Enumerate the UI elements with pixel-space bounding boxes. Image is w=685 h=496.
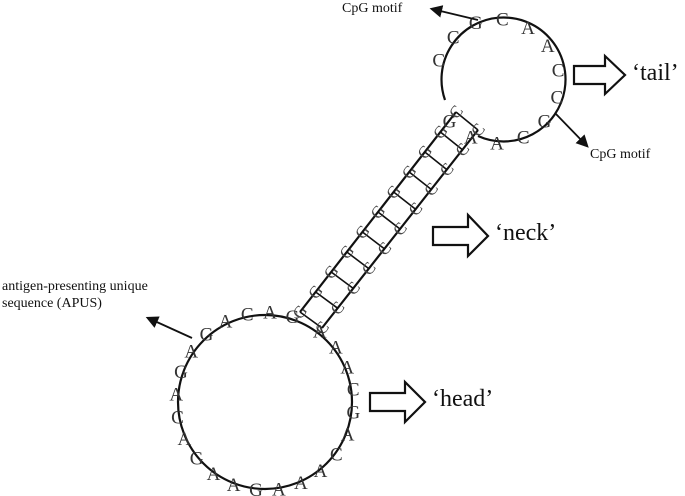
- cpg-right-pointer: [554, 112, 589, 148]
- head-nucleotide: A: [329, 338, 343, 359]
- stem-right-nucleotide: C: [420, 179, 442, 200]
- head-nucleotide: A: [177, 429, 191, 450]
- tail-label: ‘tail’: [632, 60, 679, 86]
- neck-block-arrow: [431, 212, 490, 259]
- base-pair-rung: [299, 311, 323, 329]
- tail-block-arrow: [572, 53, 627, 97]
- head-nucleotide: A: [294, 473, 308, 494]
- head-nucleotide: G: [249, 480, 263, 496]
- head-label: ‘head’: [432, 386, 494, 412]
- head-nucleotide: G: [190, 449, 204, 470]
- stem-left-nucleotide: G: [367, 201, 390, 222]
- tail-nucleotide: C: [551, 88, 564, 109]
- tail-nucleotide: C: [432, 50, 445, 71]
- head-nucleotide: A: [207, 464, 221, 485]
- stem-right-nucleotide: C: [342, 278, 364, 299]
- head-block-arrow: [368, 379, 427, 425]
- head-nucleotide: C: [347, 380, 360, 401]
- cpg-motif-right-label: CpG motif: [590, 147, 651, 162]
- base-pair-rung: [393, 191, 417, 210]
- stem-left-nucleotide: G: [336, 241, 359, 262]
- base-pair-rung: [361, 231, 385, 250]
- base-pair-rung: [439, 131, 463, 151]
- head-nucleotide: A: [169, 384, 183, 405]
- head-nucleotide: A: [227, 475, 241, 496]
- head-loop-backbone: [176, 313, 354, 491]
- stem-left-nucleotide: G: [304, 281, 327, 302]
- head-nucleotide: G: [286, 307, 300, 328]
- cpg-top-pointer: [429, 5, 479, 21]
- tail-nucleotide: G: [469, 13, 483, 34]
- head-nucleotide: A: [314, 461, 328, 482]
- tail-nucleotide: C: [447, 28, 460, 49]
- tail-nucleotide: A: [490, 134, 504, 155]
- apus-label-line1: antigen-presenting unique: [2, 279, 148, 294]
- head-nucleotide: G: [174, 362, 188, 383]
- tail-nucleotide: A: [464, 128, 478, 149]
- base-pair-rung: [408, 171, 432, 191]
- head-nucleotide: C: [330, 445, 343, 466]
- stem-right-nucleotide: C: [436, 159, 458, 180]
- head-nucleotide: C: [241, 304, 254, 325]
- head-nucleotide: A: [272, 479, 286, 496]
- base-pair-rung: [315, 291, 339, 309]
- head-nucleotide: A: [340, 358, 354, 379]
- head-nucleotide: C: [171, 407, 184, 428]
- neck-label: ‘neck’: [495, 220, 557, 246]
- stem-right-nucleotide: C: [327, 298, 349, 319]
- head-nucleotide: G: [200, 324, 214, 345]
- head-nucleotide: A: [313, 321, 327, 342]
- stem-right-nucleotide: C: [405, 199, 427, 220]
- tail-nucleotide: A: [541, 36, 555, 57]
- stem-left-nucleotide: G: [382, 181, 405, 202]
- head-nucleotide: G: [346, 403, 360, 424]
- stem-left-nucleotide: G: [414, 141, 437, 162]
- tail-nucleotide: C: [517, 128, 530, 149]
- base-pair-rung: [377, 211, 401, 230]
- stem-left-nucleotide: G: [351, 221, 374, 242]
- tail-nucleotide: G: [443, 111, 457, 132]
- apus-label-line2: sequence (APUS): [2, 296, 102, 311]
- head-nucleotide: A: [219, 312, 233, 333]
- head-nucleotide: A: [184, 342, 198, 363]
- stem-left-nucleotide: G: [320, 261, 343, 282]
- base-pair-rung: [330, 271, 354, 290]
- base-pair-rung: [346, 251, 370, 270]
- tail-nucleotide: G: [538, 111, 552, 132]
- tail-nucleotide: C: [552, 61, 565, 82]
- tail-nucleotide: A: [521, 18, 535, 39]
- base-pair-rung: [455, 111, 479, 131]
- tail-nucleotide: C: [496, 10, 509, 31]
- cpg-motif-top-label: CpG motif: [342, 1, 403, 16]
- stem-right-nucleotide: C: [373, 238, 395, 259]
- stem-right-nucleotide: C: [358, 258, 380, 279]
- stem-right-nucleotide: C: [389, 219, 411, 240]
- stem-base-pairs: [299, 111, 479, 329]
- stem-left-nucleotide: G: [398, 161, 421, 182]
- apus-pointer: [145, 316, 193, 339]
- head-nucleotide: A: [341, 425, 355, 446]
- head-nucleotide: A: [263, 303, 277, 324]
- base-pair-rung: [424, 151, 448, 171]
- tail-loop-backbone: [440, 16, 567, 143]
